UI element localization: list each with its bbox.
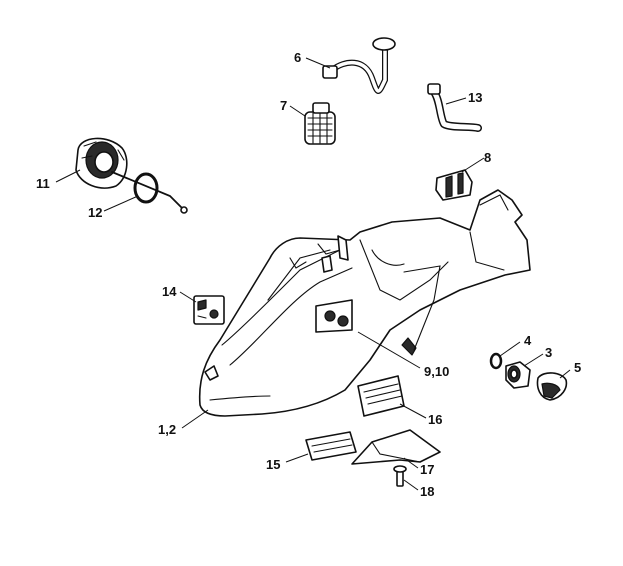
callout-9-10: 9,10 [424,364,449,379]
part-6-fuel-hose [322,37,396,94]
callout-13: 13 [468,90,482,105]
part-1-2-crankcase-housing [198,189,531,417]
callout-1-2: 1,2 [158,422,176,437]
part-14-warning-label [193,295,225,325]
callout-3: 3 [545,345,552,360]
callout-4: 4 [524,333,532,348]
callout-11: 11 [36,176,50,191]
callout-14: 14 [162,284,177,299]
part-16-strip [357,375,405,417]
callout-18: 18 [420,484,434,499]
part-17-cover-plate [351,429,441,465]
callout-labels: 6 7 13 8 11 12 14 4 3 5 9,10 16 1,2 15 1… [36,50,581,499]
callout-16: 16 [428,412,442,427]
part-15-strip [305,431,357,461]
part-7-fuel-filter [304,102,336,145]
part-18-screw [393,465,407,487]
part-11-oil-pump [75,137,188,214]
callout-5: 5 [574,360,581,375]
leader-lines [55,57,571,491]
callout-7: 7 [280,98,287,113]
part-5-cap [536,372,568,401]
callout-12: 12 [88,205,102,220]
callout-6: 6 [294,50,301,65]
callout-8: 8 [484,150,491,165]
part-12-o-ring [133,172,159,204]
part-13-elbow-connector [427,83,482,132]
part-3-plug [505,361,531,389]
callout-17: 17 [420,462,434,477]
callout-15: 15 [266,457,280,472]
part-4-seal-ring [489,352,503,370]
part-8-buffer [435,169,473,201]
